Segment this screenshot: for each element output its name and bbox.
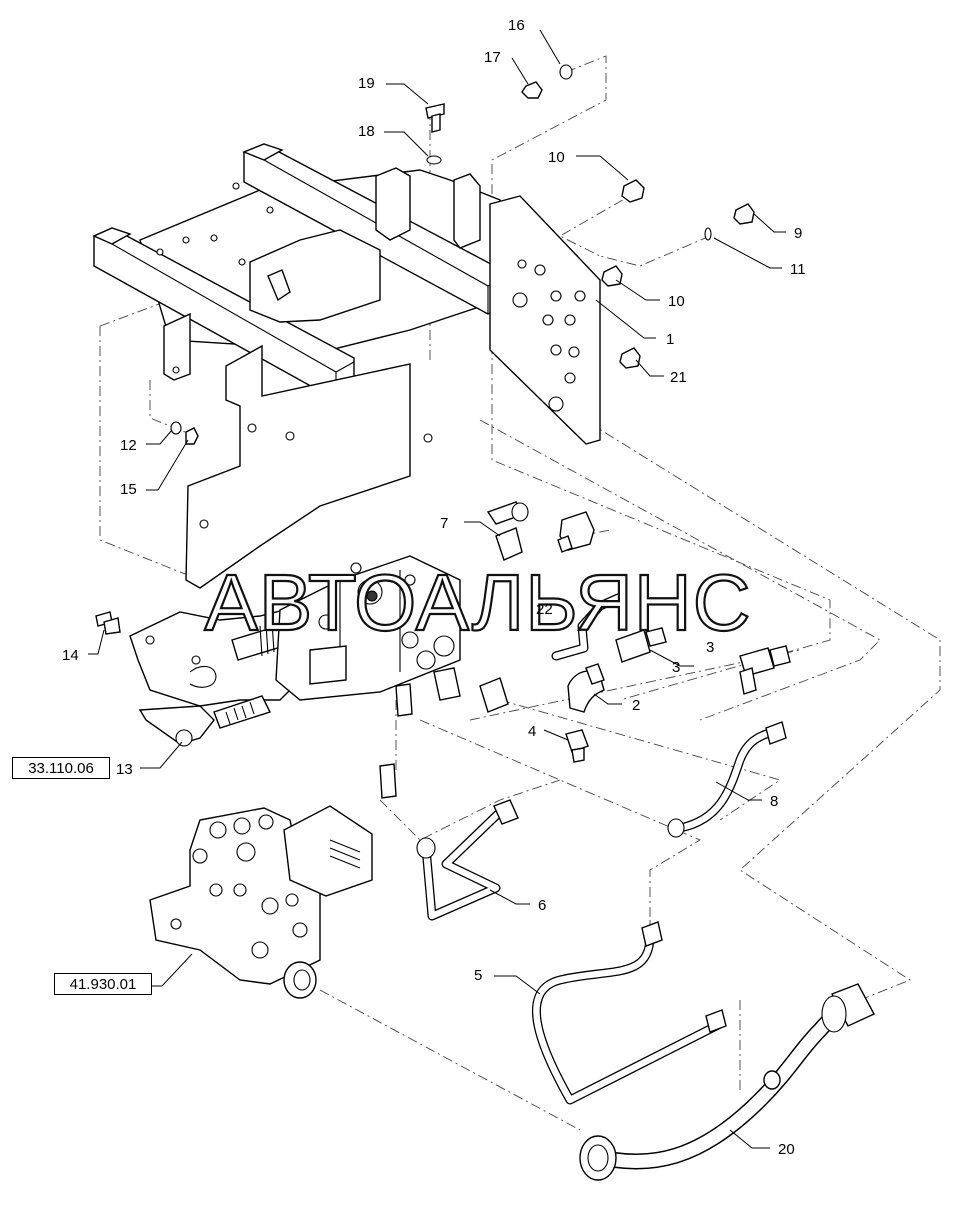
valve-linkage-assembly [129,605,301,747]
callout-16: 16 [508,17,525,34]
callout-19: 19 [358,75,375,92]
fittings [379,501,791,799]
callout-9: 9 [794,225,802,242]
callout-4: 4 [528,723,536,740]
callout-20: 20 [778,1141,795,1158]
callout-7: 7 [440,515,448,532]
watermark-text: АВТОАЛЬЯНС [205,558,752,647]
callout-21: 21 [670,369,687,386]
callout-11: 11 [790,261,806,278]
callout-6: 6 [538,897,546,914]
callout-10-lower: 10 [668,293,685,310]
callout-15: 15 [120,481,137,498]
callout-2: 2 [632,697,640,714]
callout-8: 8 [770,793,778,810]
callout-18: 18 [358,123,375,140]
control-valve-block [149,805,373,999]
mounting-frame-part-1 [92,143,601,589]
callout-12: 12 [120,437,137,454]
callout-3-right: 3 [706,639,714,656]
reference-box-control-valve: 41.930.01 [54,973,152,995]
reference-box-valve-linkage: 33.110.06 [12,757,110,779]
leader-lines [88,29,786,1149]
hydraulic-pipes [416,721,875,1181]
callout-labels: 16 17 19 18 10 9 11 10 1 21 12 15 7 22 1… [62,17,806,1158]
callout-13: 13 [116,761,133,778]
hardware-fasteners [95,64,755,635]
callout-17: 17 [484,49,501,66]
callout-3-middle: 3 [672,659,680,676]
callout-14: 14 [62,647,79,664]
callout-5: 5 [474,967,482,984]
control-valve-center [275,555,461,701]
callout-10-top: 10 [548,149,565,166]
callout-1: 1 [666,331,674,348]
callout-22: 22 [536,601,553,618]
